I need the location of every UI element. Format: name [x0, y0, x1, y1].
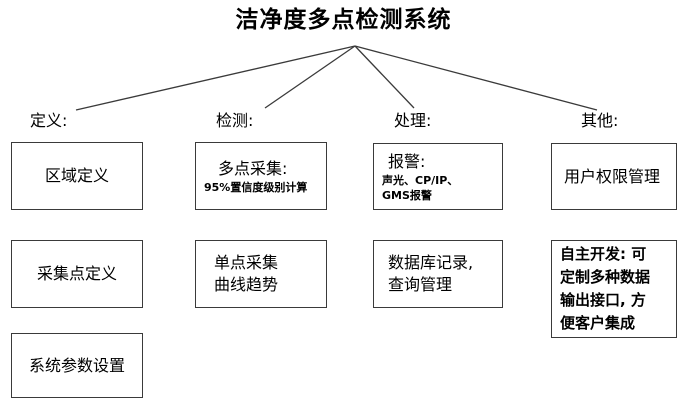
- node-multi-point-sub: 95%置信度级别计算: [204, 180, 308, 194]
- branch-label-detection: 检测:: [216, 111, 254, 130]
- connector-line-processing: [354, 45, 415, 109]
- node-self-developed-label: 自主开发: 可 定制多种数据 输出接口, 方 便客户集成: [560, 245, 651, 332]
- node-region-definition[interactable]: 区域定义: [11, 142, 143, 210]
- node-alarm-head: 报警:: [388, 151, 426, 171]
- node-alarm[interactable]: 报警: 声光、CP/IP、 GMS报警: [373, 143, 503, 210]
- node-user-permission-label: 用户权限管理: [564, 166, 661, 186]
- connector-line-definition: [75, 45, 356, 111]
- branch-label-definition: 定义:: [30, 111, 68, 130]
- branch-label-other: 其他:: [581, 111, 619, 130]
- node-system-parameters-label: 系统参数设置: [28, 355, 125, 375]
- node-database-record-label: 数据库记录, 查询管理: [388, 253, 474, 294]
- node-collect-point-definition[interactable]: 采集点定义: [11, 240, 143, 308]
- node-single-point-collection[interactable]: 单点采集 曲线趋势: [195, 240, 327, 308]
- page-title: 洁净度多点检测系统: [235, 7, 452, 33]
- node-collect-point-definition-label: 采集点定义: [36, 264, 117, 283]
- branch-label-processing: 处理:: [394, 111, 432, 130]
- node-user-permission[interactable]: 用户权限管理: [551, 143, 677, 210]
- node-database-record[interactable]: 数据库记录, 查询管理: [373, 240, 503, 308]
- node-multi-point-head: 多点采集:: [218, 158, 288, 178]
- node-self-developed[interactable]: 自主开发: 可 定制多种数据 输出接口, 方 便客户集成: [551, 240, 677, 338]
- connector-line-other: [354, 45, 598, 111]
- node-system-parameters[interactable]: 系统参数设置: [11, 333, 143, 398]
- node-multi-point-collection[interactable]: 多点采集: 95%置信度级别计算: [195, 142, 327, 210]
- node-region-definition-label: 区域定义: [44, 166, 109, 185]
- node-alarm-sub: 声光、CP/IP、 GMS报警: [382, 173, 459, 202]
- connector-line-detection: [264, 45, 356, 109]
- node-single-point-collection-label: 单点采集 曲线趋势: [214, 253, 279, 294]
